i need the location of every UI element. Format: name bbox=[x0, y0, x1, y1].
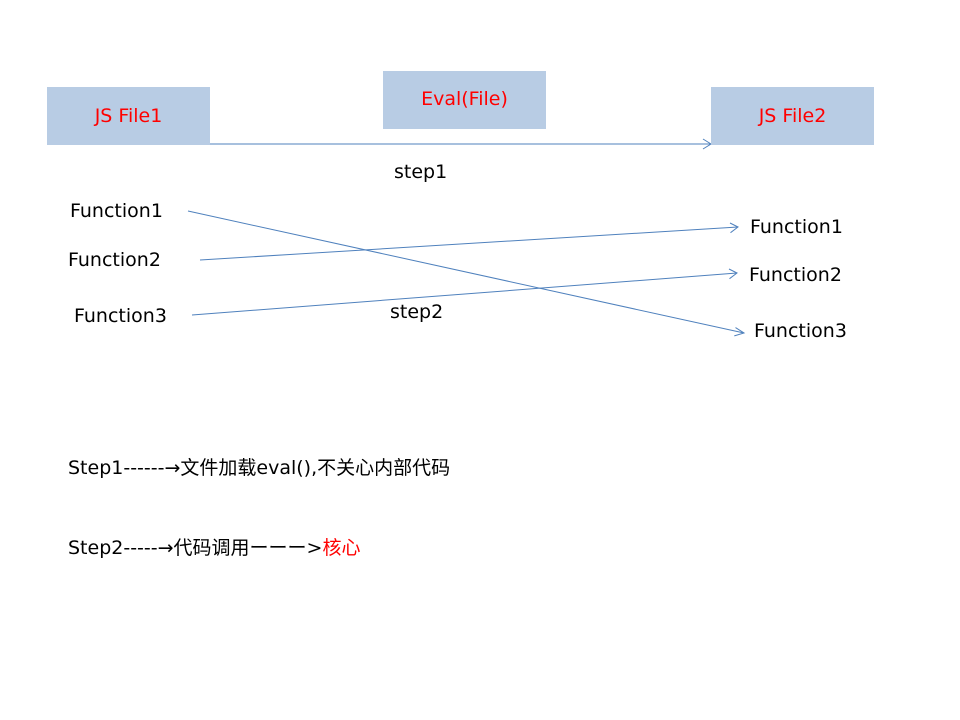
note-step1: Step1------→文件加载eval(),不关心内部代码 bbox=[68, 457, 451, 479]
eval-file-label: Eval(File) bbox=[421, 88, 508, 110]
source-function1: Function1 bbox=[70, 200, 163, 222]
note-step2-text: Step2-----→代码调用ーーー> bbox=[68, 537, 323, 559]
arrow-f2-to-f1 bbox=[199, 226, 739, 261]
arrow-f1-to-f3 bbox=[187, 210, 745, 334]
step2-label: step2 bbox=[390, 301, 444, 323]
source-function3: Function3 bbox=[74, 305, 167, 327]
note-step2: Step2-----→代码调用ーーー>核心 bbox=[68, 539, 360, 558]
eval-file-box: Eval(File) bbox=[383, 71, 546, 129]
js-file1-box: JS File1 bbox=[47, 87, 210, 145]
js-file2-box: JS File2 bbox=[711, 87, 874, 145]
js-file2-label: JS File2 bbox=[758, 105, 827, 127]
target-function2: Function2 bbox=[749, 264, 842, 286]
note-step2-highlight: 核心 bbox=[322, 537, 361, 559]
arrow-f1-to-f3-head bbox=[734, 327, 746, 337]
arrow-f2-to-f1-head bbox=[729, 222, 739, 234]
step1-label: step1 bbox=[394, 161, 448, 183]
arrow-f3-to-f2 bbox=[191, 272, 738, 316]
source-function2: Function2 bbox=[68, 249, 161, 271]
arrow-f3-to-f2-head bbox=[728, 268, 738, 280]
target-function1: Function1 bbox=[750, 216, 843, 238]
target-function3: Function3 bbox=[754, 320, 847, 342]
js-file1-label: JS File1 bbox=[94, 105, 163, 127]
